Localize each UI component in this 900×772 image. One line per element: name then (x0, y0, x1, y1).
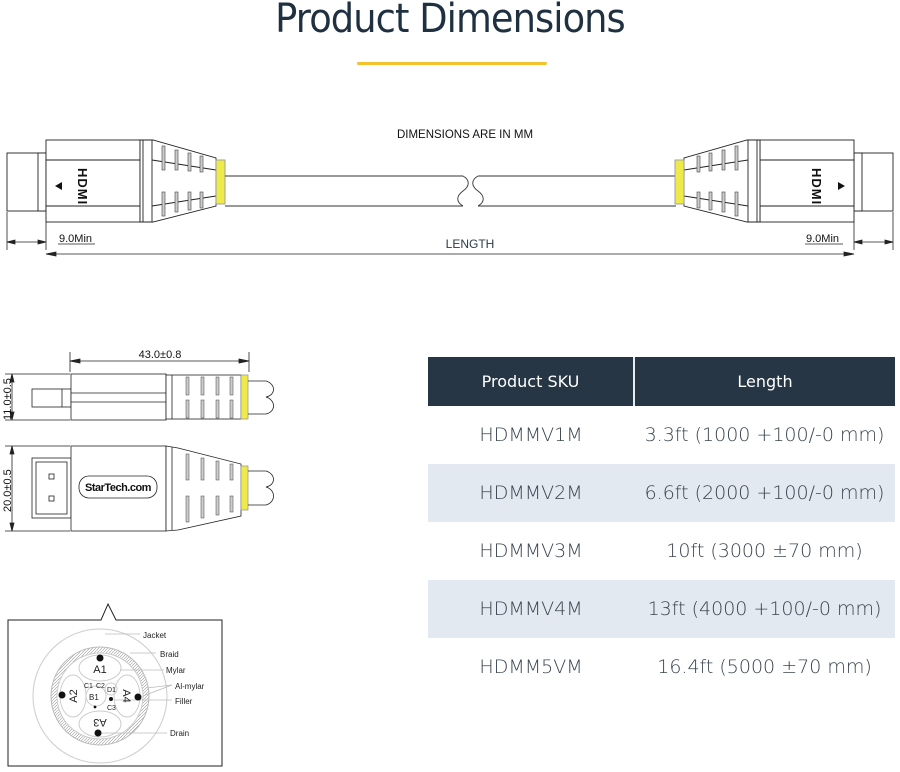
title-underline (357, 62, 547, 65)
left-connector (6, 139, 226, 223)
wire-b1: B1 (89, 693, 99, 702)
sku-cell: HDMMV3M (479, 540, 583, 562)
pair-a2: A2 (68, 689, 80, 702)
cable-body (225, 175, 676, 207)
page-title: Product Dimensions (275, 0, 626, 42)
label-al-mylar: Al-mylar (175, 682, 205, 691)
table-row: HDMMV4M 13ft (4000 +100/-0 mm) (428, 580, 895, 638)
connector-side-view (31, 373, 274, 421)
wire-c2: C2 (96, 683, 105, 690)
cable-cross-section: Jacket Braid Mylar Al-mylar Filler Drain… (7, 602, 223, 767)
top-yellow-band (240, 465, 249, 511)
dimensions-note: DIMENSIONS ARE IN MM (397, 129, 533, 141)
length-label: LENGTH (446, 237, 495, 251)
left-min-label: 9.0Min (59, 233, 92, 245)
sku-length-table: Product SKU Length HDMMV1M 3.3ft (1000 +… (428, 357, 895, 696)
pair-a3: A3 (93, 716, 106, 728)
wire-d1: D1 (107, 687, 116, 694)
header-product-sku: Product SKU (428, 357, 635, 406)
table-row: HDMMV3M 10ft (3000 ±70 mm) (428, 522, 895, 580)
table-row: HDMMV1M 3.3ft (1000 +100/-0 mm) (428, 406, 895, 464)
sku-cell: HDMMV4M (428, 580, 634, 638)
width-dimension-label: 43.0±0.8 (139, 349, 182, 361)
length-cell: 16.4ft (5000 ±70 mm) (657, 656, 872, 678)
top-height-label: 20.0±0.5 (2, 469, 14, 512)
side-height-label: 11.0±0.5 (2, 378, 14, 420)
label-mylar: Mylar (166, 666, 186, 675)
label-jacket: Jacket (143, 631, 167, 640)
wire-c1: C1 (84, 683, 93, 690)
right-hdmi-logo: HDMI (809, 168, 824, 205)
left-strain-relief-ribs (161, 145, 204, 217)
sku-cell: HDMM5VM (479, 656, 583, 678)
left-arrow-icon (55, 182, 62, 190)
side-yellow-band (240, 374, 249, 420)
right-connector (674, 139, 894, 223)
label-filler: Filler (175, 697, 193, 706)
label-drain: Drain (170, 729, 189, 738)
wire-c3: C3 (107, 705, 116, 712)
cable-length-drawing: DIMENSIONS ARE IN MM HDMI (6, 129, 894, 257)
pair-a4: A4 (120, 689, 132, 702)
length-cell: 13ft (4000 +100/-0 mm) (634, 580, 895, 638)
leader-lines (101, 633, 173, 734)
length-cell: 6.6ft (2000 +100/-0 mm) (634, 464, 895, 522)
sku-cell: HDMMV2M (428, 464, 634, 522)
length-cell: 3.3ft (1000 +100/-0 mm) (644, 424, 885, 446)
header-length: Length (634, 357, 895, 406)
table-row: HDMM5VM 16.4ft (5000 ±70 mm) (428, 638, 895, 696)
pair-a1: A1 (93, 664, 106, 676)
brand-logo-label: StarTech.com (85, 482, 152, 494)
connector-top-view (31, 445, 274, 532)
label-braid: Braid (160, 650, 179, 659)
length-cell: 10ft (3000 ±70 mm) (666, 540, 863, 562)
sku-cell: HDMMV1M (479, 424, 583, 446)
left-yellow-band (215, 159, 226, 205)
dimension-lines (6, 212, 894, 257)
table-row: HDMMV2M 6.6ft (2000 +100/-0 mm) (428, 464, 895, 522)
right-min-label: 9.0Min (806, 233, 839, 245)
connector-detail-views: 43.0±0.8 11.0±0.5 20.0±0.5 (2, 349, 274, 532)
left-hdmi-logo: HDMI (75, 168, 90, 205)
table-header-row: Product SKU Length (428, 357, 895, 406)
